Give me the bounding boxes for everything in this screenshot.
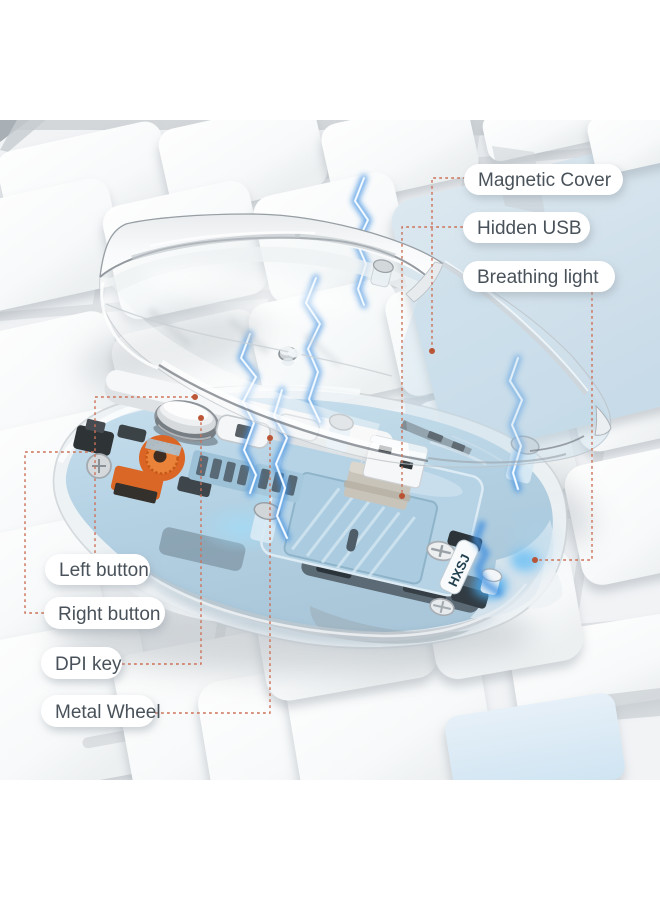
svg-text:Magnetic Cover: Magnetic Cover: [478, 170, 612, 191]
svg-text:Metal Wheel: Metal Wheel: [55, 702, 161, 723]
svg-text:Left button: Left button: [59, 560, 149, 581]
svg-text:DPI key: DPI key: [55, 654, 122, 675]
svg-text:Breathing light: Breathing light: [477, 267, 599, 288]
svg-text:Right button: Right button: [58, 604, 160, 625]
svg-text:Hidden USB: Hidden USB: [477, 218, 582, 239]
